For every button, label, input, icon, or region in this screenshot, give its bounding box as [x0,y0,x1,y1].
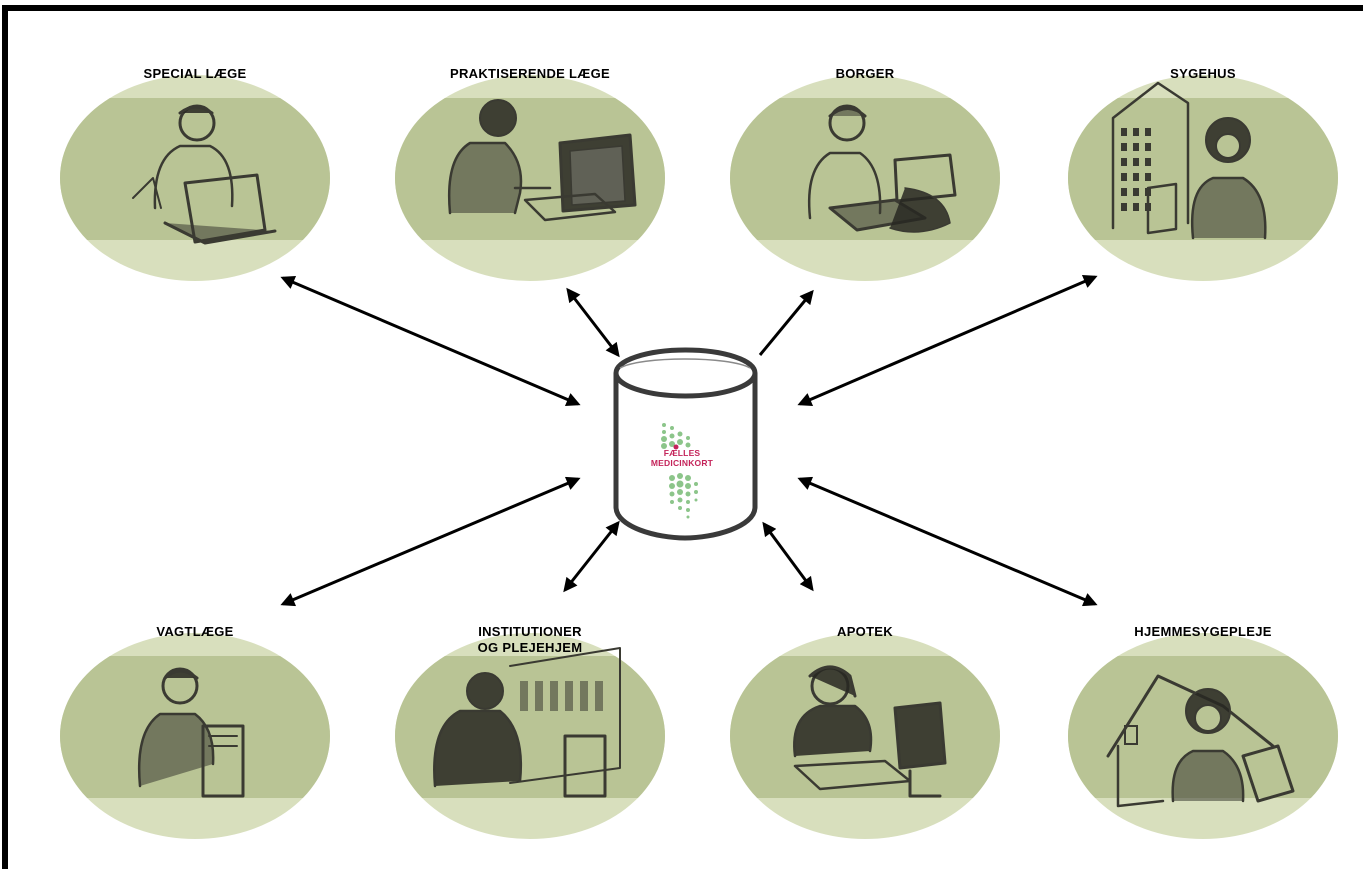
connector-arrow-3 [758,289,814,356]
logo-text-line2: MEDICINKORT [651,458,714,468]
node-label: PRAKTISERENDE LÆGE [450,66,610,81]
person-desktop-computer-icon [448,99,637,222]
logo-dot [662,423,666,427]
logo-dot [676,480,684,488]
connector-arrow-5 [280,476,581,607]
connector-arrow-1 [280,275,581,407]
person-laptop-icon [132,104,277,245]
logo-dot [661,443,667,449]
person-server-icon [137,667,245,798]
node-label: APOTEK [837,624,893,639]
logo-dot [694,490,698,494]
logo-dot [685,442,691,448]
central-database-icon: FÆLLES MEDICINKORT [613,347,758,541]
connector-arrow-7 [762,521,814,592]
logo-dot [669,475,675,481]
connector-arrow-2 [566,287,620,358]
node-sygehus: SYGEHUS [1068,66,1338,281]
node-band [60,98,330,240]
logo-dot [661,436,667,442]
node-label: OG PLEJEHJEM [478,640,583,655]
logo-dot [669,491,675,497]
logo-dot [670,426,674,430]
node-hjemmesygepleje: HJEMMESYGEPLEJE [1068,624,1338,839]
connector-arrow-8 [797,476,1098,607]
arrows-layer [280,274,1098,607]
logo-dot [685,475,691,481]
logo-dot [694,498,698,502]
logo-dot [677,497,683,503]
logo-dot [686,515,690,519]
citizen-laptop-icon [808,104,957,233]
node-label: VAGTLÆGE [156,624,233,639]
node-borger: BORGER [730,66,1000,281]
node-label: HJEMMESYGEPLEJE [1134,624,1271,639]
logo-dot [694,482,698,486]
logo-dot [686,436,690,440]
node-label: INSTITUTIONER [478,624,582,639]
pharmacist-computer-icon [793,665,947,798]
connector-arrow-4 [797,274,1098,407]
logo-dot [677,473,683,479]
logo-dot [677,431,683,437]
logo-dot [685,491,691,497]
diagram-frame [2,5,1363,869]
nodes-layer: SPECIAL LÆGE PRAKTISERENDE LÆGE BORGER SYGE… [60,66,1338,839]
logo-dot [669,441,675,447]
logo-dot [686,508,690,512]
logo-dot [685,483,691,489]
node-label: SYGEHUS [1170,66,1236,81]
logo-dot [669,483,675,489]
nursing-home-icon [433,647,621,798]
logo-dot [677,439,683,445]
logo-text-line1: FÆLLES [664,448,701,458]
home-nurse-pda-icon [1106,674,1295,808]
node-vagtlaege: VAGTLÆGE [60,624,330,839]
logo-dots-icon [661,423,698,519]
logo-dot [662,430,666,434]
logo-dot [670,500,674,504]
logo-dot-accent [673,444,679,450]
logo-dot [678,506,682,510]
logo-dot [686,500,690,504]
connector-arrow-6 [563,520,620,593]
node-label: BORGER [836,66,895,81]
node-praktiserende-laege: PRAKTISERENDE LÆGE [395,66,665,281]
node-apotek: APOTEK [730,624,1000,839]
logo-dot [677,489,683,495]
node-label: SPECIAL LÆGE [143,66,246,81]
hospital-building-icon [1111,81,1267,240]
node-special-laege: SPECIAL LÆGE [60,66,330,281]
logo-dot [669,433,675,439]
